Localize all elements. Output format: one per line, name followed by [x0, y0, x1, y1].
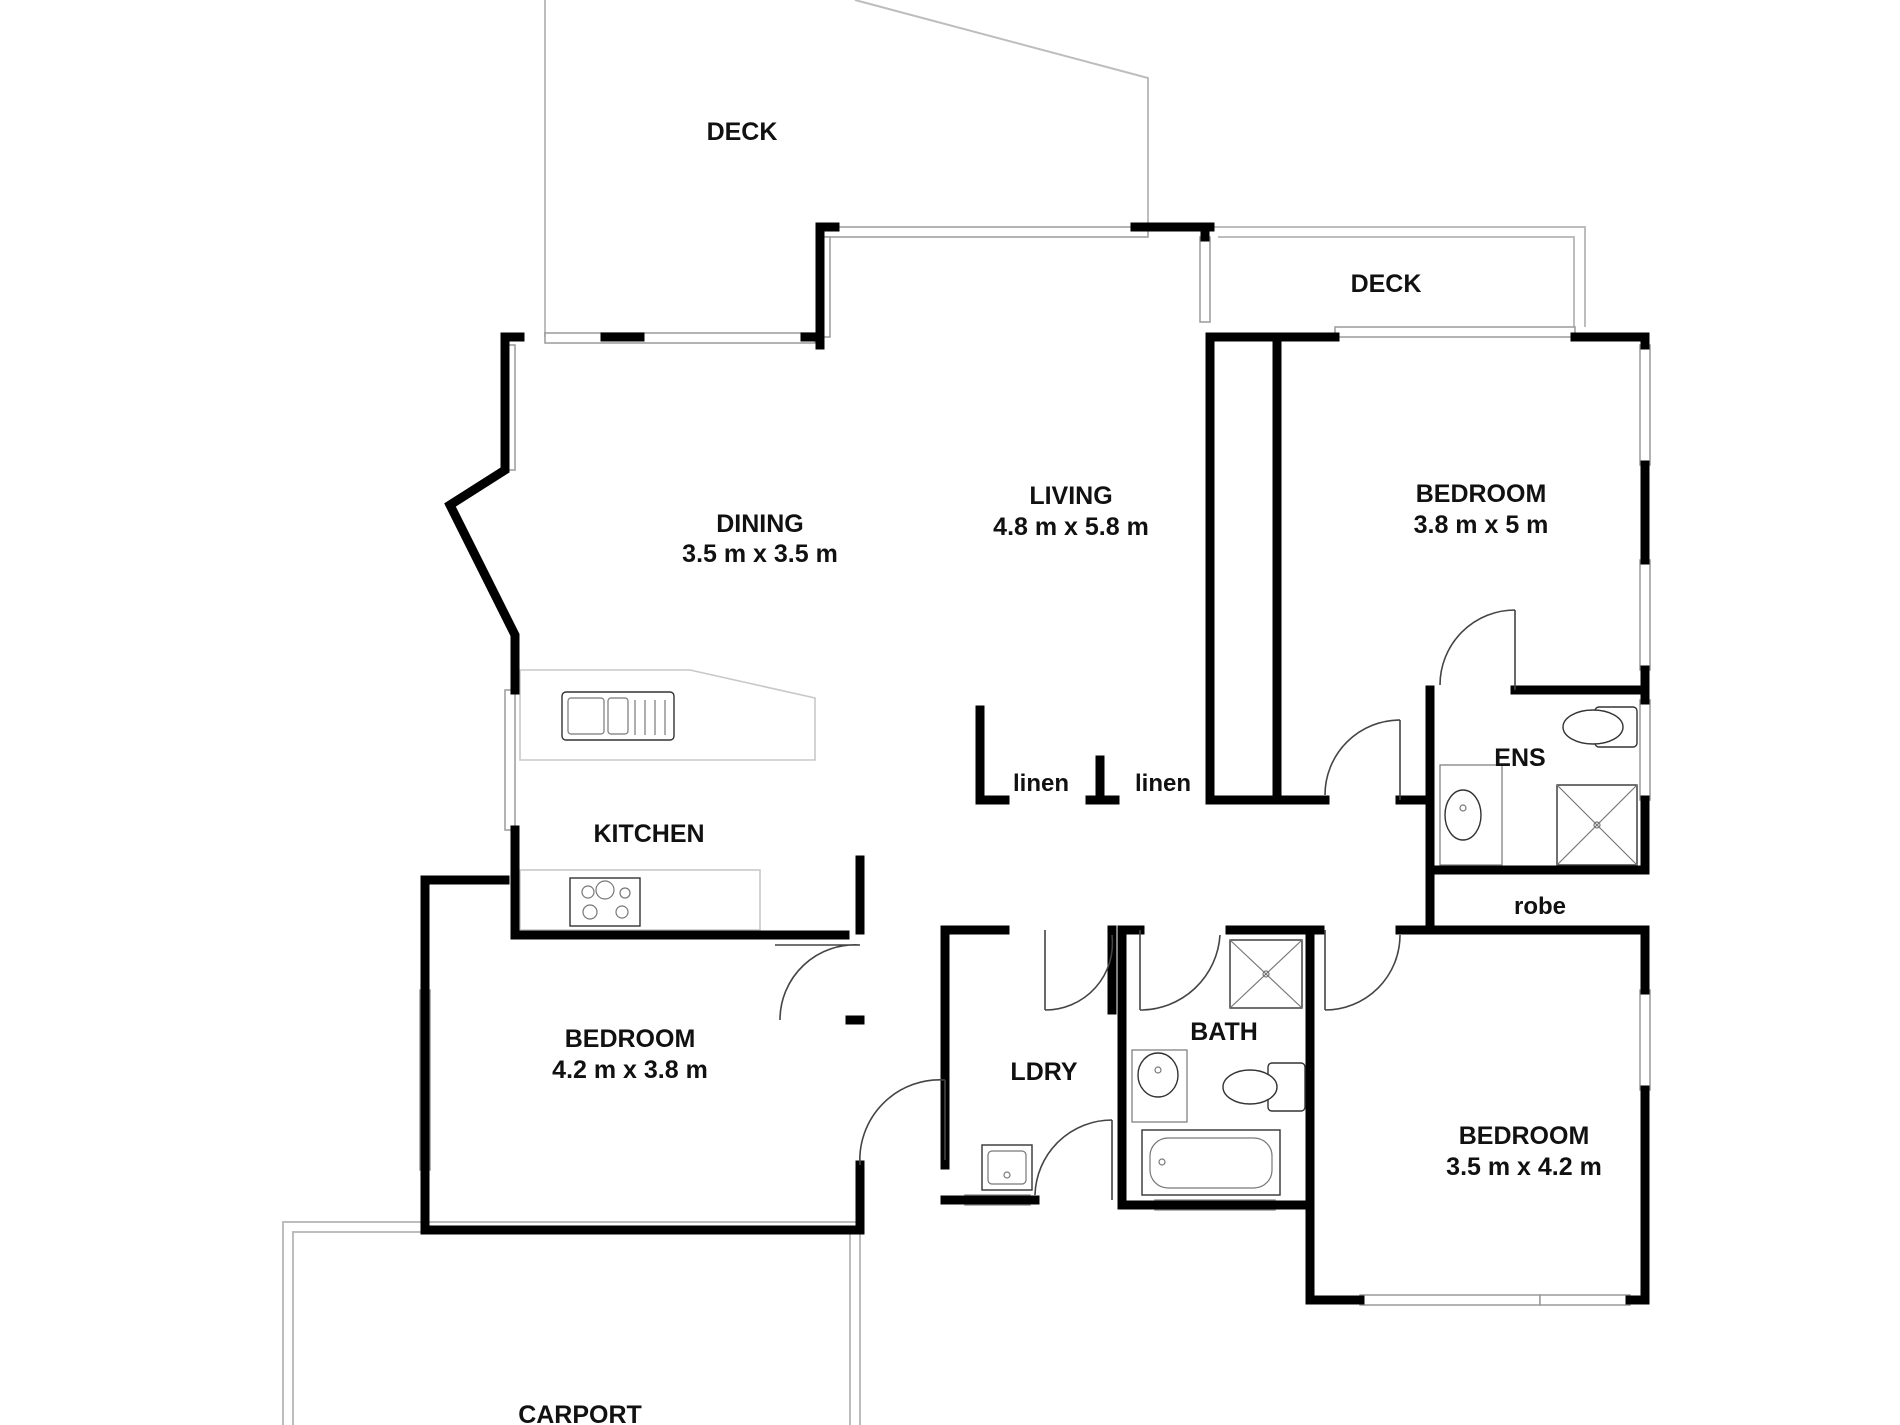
kitchen-label: KITCHEN — [593, 820, 704, 848]
dining-label: DINING — [716, 510, 804, 538]
ensuite-label: ENS — [1494, 744, 1545, 772]
door-swings — [775, 609, 1516, 1200]
ensuite-toilet — [1562, 706, 1638, 748]
ensuite-basin — [1439, 764, 1503, 866]
outdoor-outlines — [282, 0, 1586, 1425]
left-bedroom-size: 4.2 m x 3.8 m — [552, 1056, 708, 1084]
robe-label: robe — [1514, 893, 1566, 920]
master-bedroom-size: 3.8 m x 5 m — [1414, 511, 1549, 539]
laundry-tub — [981, 1144, 1033, 1191]
ensuite-shower — [1556, 784, 1638, 866]
bath-shower — [1229, 939, 1303, 1009]
living-label: LIVING — [1029, 482, 1112, 510]
cooktop — [569, 877, 641, 927]
living-size: 4.8 m x 5.8 m — [993, 513, 1149, 541]
left-bedroom-label: BEDROOM — [565, 1025, 696, 1053]
bath-toilet — [1222, 1062, 1306, 1112]
laundry-label: LDRY — [1010, 1058, 1077, 1086]
deck-top-label: DECK — [707, 118, 778, 146]
linen-1-label: linen — [1013, 770, 1069, 797]
right-bedroom-size: 3.5 m x 4.2 m — [1446, 1153, 1602, 1181]
master-bedroom-label: BEDROOM — [1416, 480, 1547, 508]
dining-size: 3.5 m x 3.5 m — [682, 540, 838, 568]
kitchen-sink — [561, 691, 675, 741]
right-bedroom-label: BEDROOM — [1459, 1122, 1590, 1150]
room-labels: DECK DECK DINING 3.5 m x 3.5 m LIVING 4.… — [518, 118, 1602, 1425]
walls — [420, 222, 1650, 1305]
bath-label: BATH — [1190, 1018, 1258, 1046]
bath-basin — [1131, 1049, 1188, 1123]
bathtub — [1141, 1129, 1281, 1196]
linen-2-label: linen — [1135, 770, 1191, 797]
carport-label: CARPORT — [518, 1401, 642, 1425]
deck-right-label: DECK — [1351, 270, 1422, 298]
